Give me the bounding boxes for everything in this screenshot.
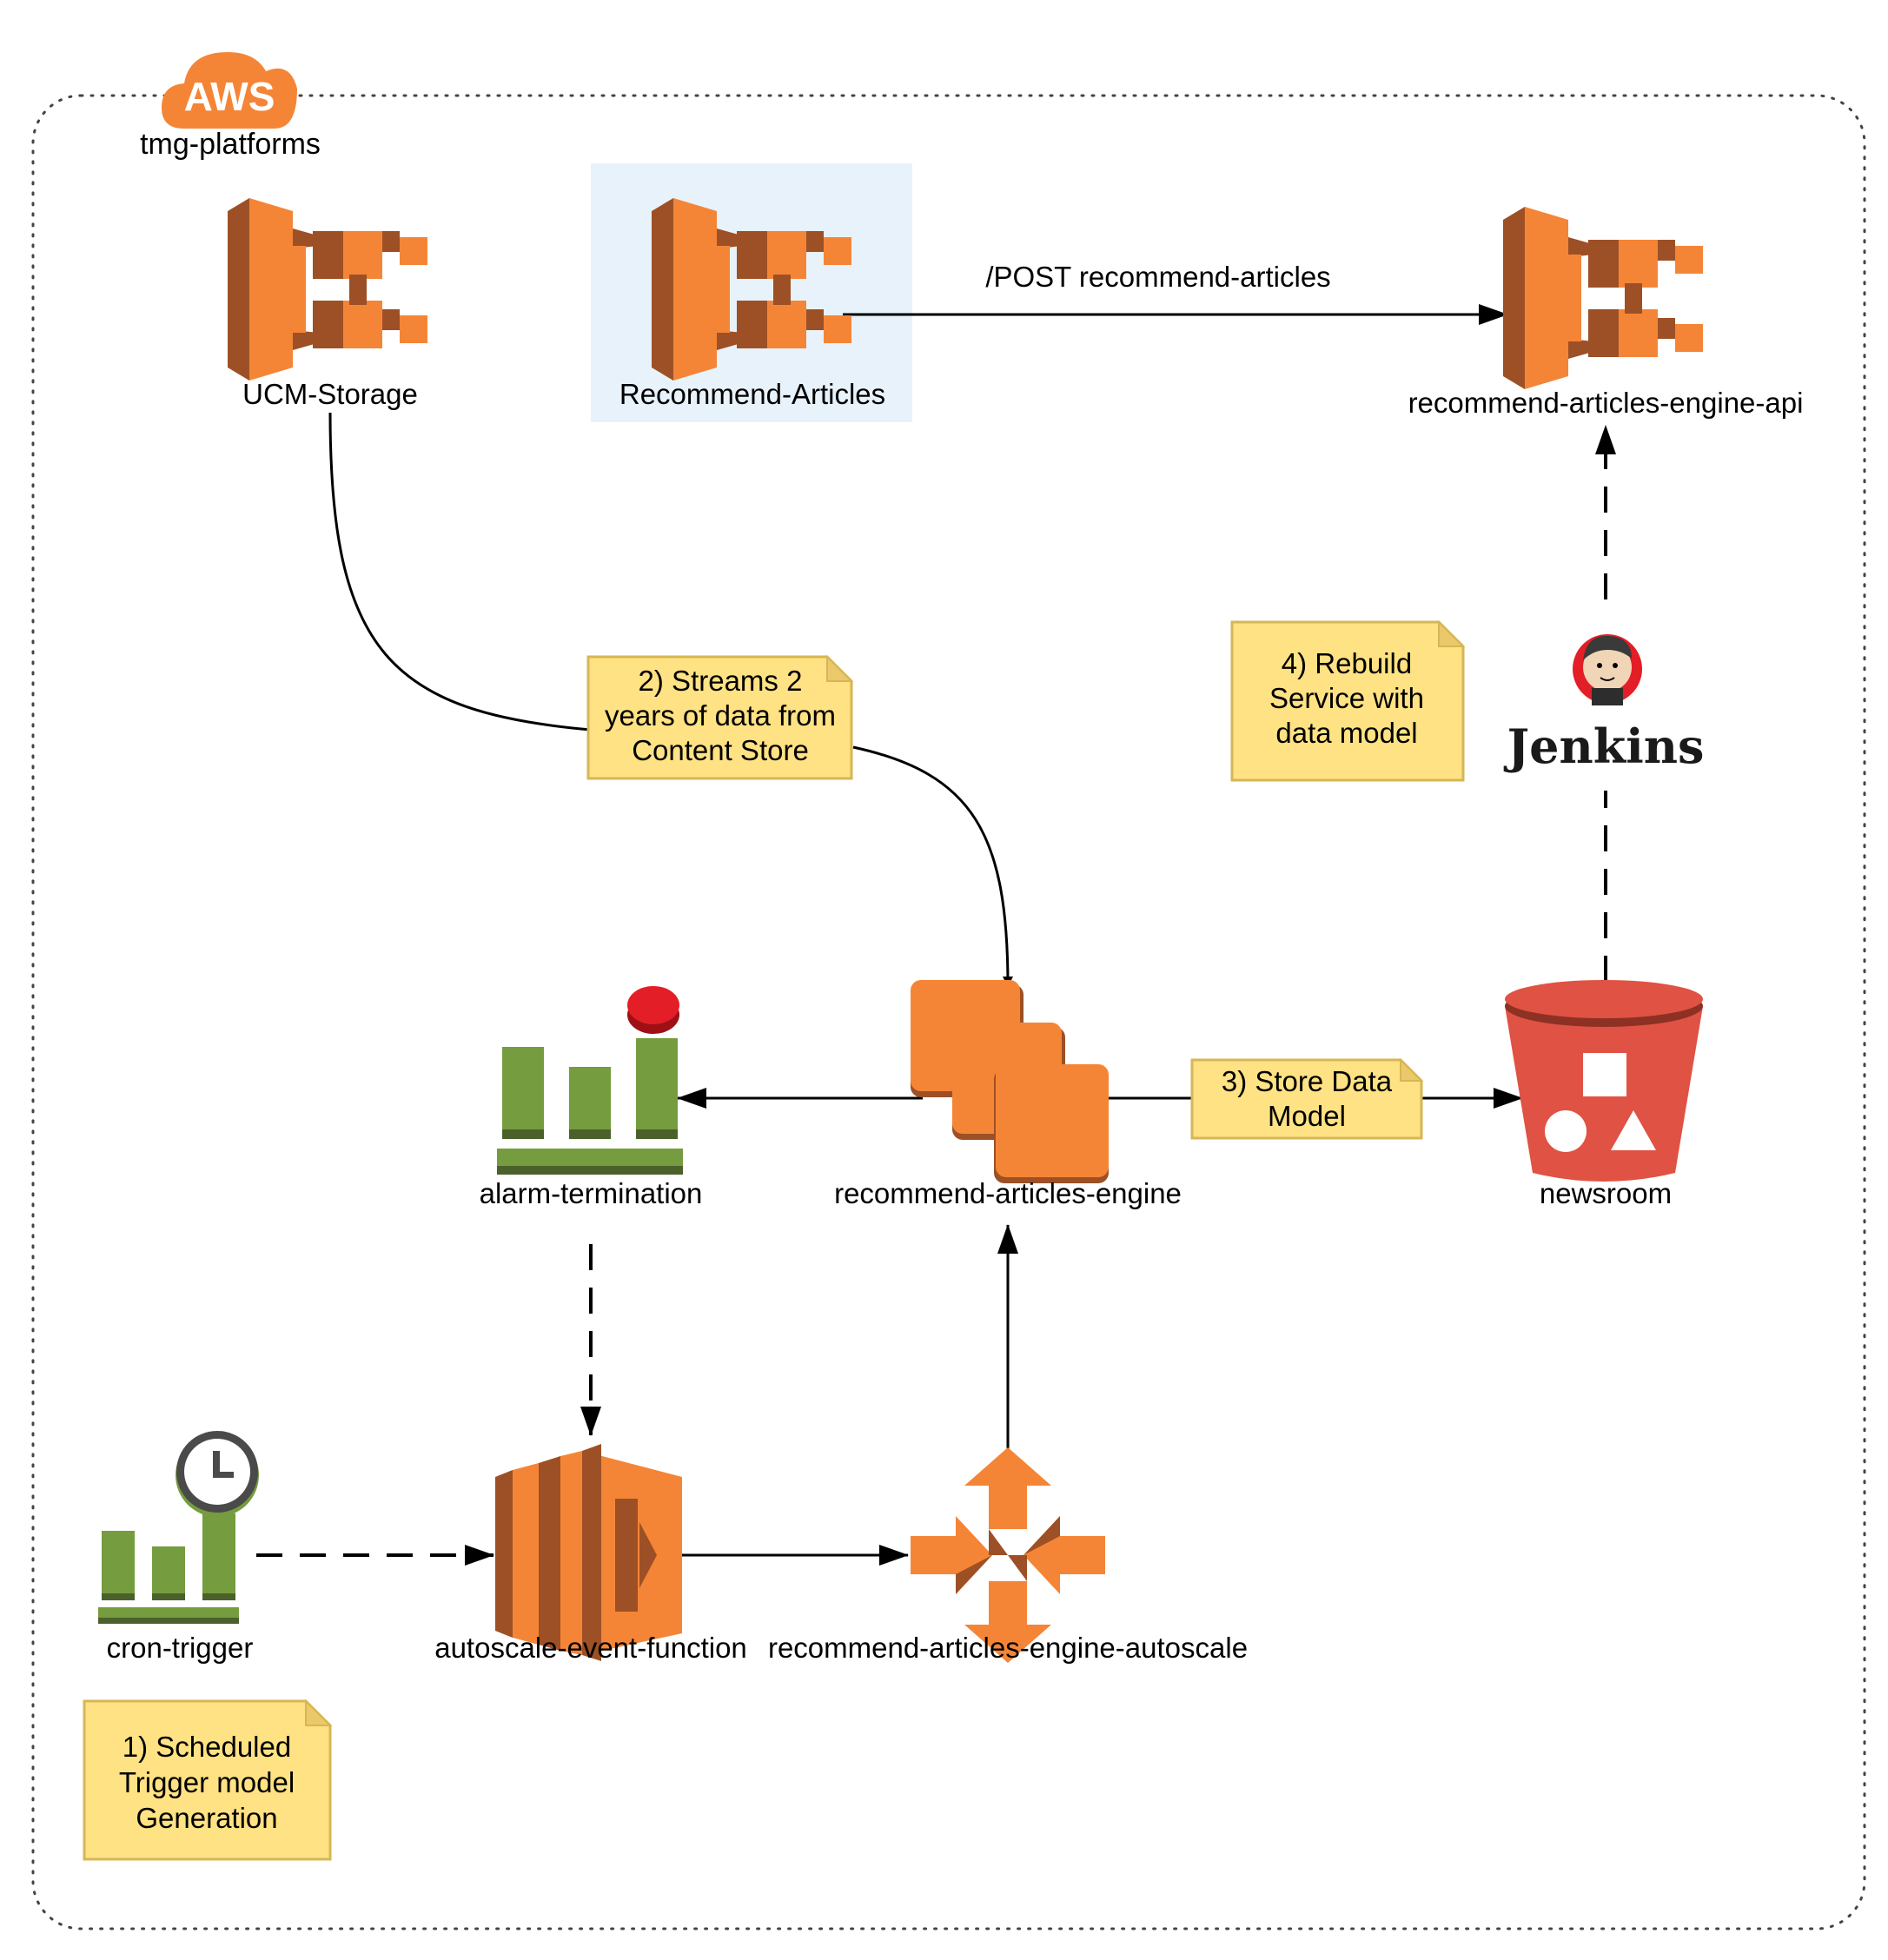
cloudwatch-event-icon[interactable] [98,1513,239,1624]
note-step2-line2: years of data from [605,699,836,732]
edge-ucm-to-note [328,412,592,732]
recommend-articles-label: Recommend-Articles [619,378,885,410]
cron-trigger-label: cron-trigger [107,1632,254,1664]
note-step4-line1: 4) Rebuild [1282,647,1412,679]
engine-api-ecs-icon[interactable] [1503,207,1703,389]
autoscale-event-function-label: autoscale-event-function [434,1632,747,1664]
note-step3-line2: Model [1268,1100,1346,1132]
newsroom-label: newsroom [1540,1177,1672,1209]
ucm-storage-label: UCM-Storage [242,378,418,410]
aws-badge-text: AWS [184,74,275,119]
clock-icon [176,1431,259,1517]
ec2-instances-icon[interactable] [911,980,1109,1183]
engine-label: recommend-articles-engine [834,1177,1182,1209]
note-step3 [1190,1057,1424,1140]
note-step3-line1: 3) Store Data [1222,1065,1393,1097]
account-name: tmg-platforms [140,128,321,161]
note-step2-line1: 2) Streams 2 [639,665,803,697]
cloudwatch-alarm-icon[interactable] [497,986,683,1175]
note-step1 [83,1698,333,1861]
aws-cloud-icon [162,52,297,129]
engine-autoscale-label: recommend-articles-engine-autoscale [768,1632,1248,1664]
alarm-termination-label: alarm-termination [480,1177,703,1209]
note-step2 [586,654,854,780]
note-step4-line2: Service with [1269,682,1424,714]
note-step2-line3: Content Store [632,734,809,766]
edge-post-label: /POST recommend-articles [985,261,1330,293]
note-step1-line1: 1) Scheduled [123,1731,291,1763]
account-boundary [31,94,1866,1930]
s3-bucket-icon[interactable] [1505,980,1703,1182]
jenkins-butler-icon [1573,634,1642,705]
note-step4 [1230,619,1466,782]
jenkins-wordmark: Jenkins [1504,718,1705,774]
note-step1-line3: Generation [136,1802,277,1834]
autoscaling-icon[interactable] [911,1447,1105,1663]
note-step4-line3: data model [1275,717,1417,749]
note-step1-line2: Trigger model [119,1766,295,1798]
engine-api-label: recommend-articles-engine-api [1408,387,1804,419]
edge-note-to-engine [852,745,1013,987]
ucm-storage-ecs-icon[interactable] [228,198,427,381]
lambda-icon[interactable] [495,1444,682,1661]
highlight-region [591,163,912,422]
